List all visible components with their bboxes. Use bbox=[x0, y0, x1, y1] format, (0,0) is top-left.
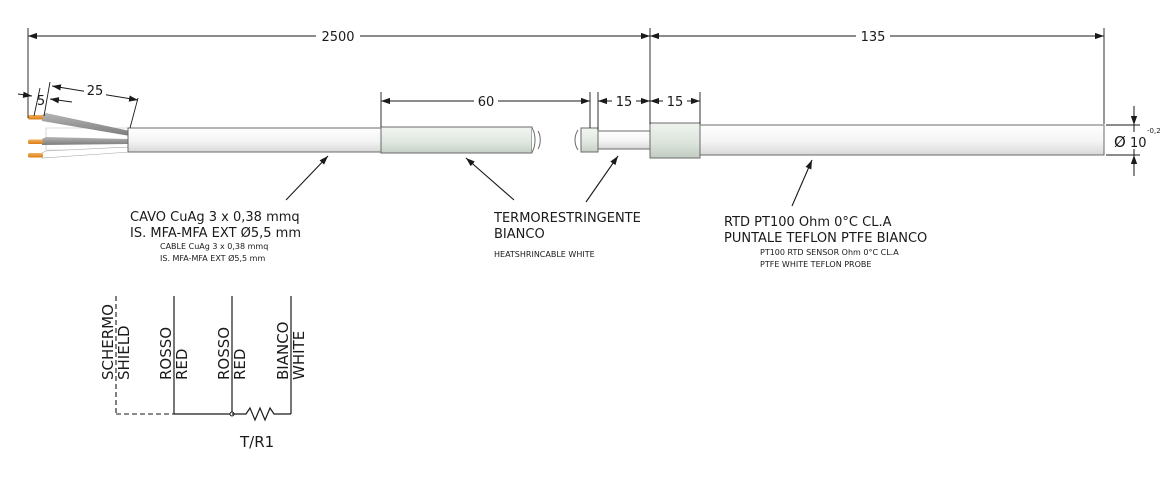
probe-label-it-1: RTD PT100 Ohm 0°C CL.A bbox=[724, 215, 892, 230]
break-mark-left bbox=[531, 127, 536, 153]
probe-label: RTD PT100 Ohm 0°C CL.A PUNTALE TEFLON PT… bbox=[724, 215, 927, 269]
diameter-value: 10 bbox=[1130, 136, 1147, 151]
dim-5-label: 5 bbox=[37, 94, 45, 109]
wire-label-white-en: WHITE bbox=[290, 331, 308, 380]
probe-label-en-2: PTFE WHITE TEFLON PROBE bbox=[760, 260, 871, 269]
diameter-symbol: Ø bbox=[1114, 133, 1126, 151]
stripped-wires bbox=[28, 113, 131, 159]
orange-conductor-top bbox=[28, 115, 43, 120]
grey-wire-top bbox=[42, 113, 130, 136]
dim-60-label: 60 bbox=[478, 95, 495, 110]
wire-label-shield-en: SHIELD bbox=[115, 325, 133, 380]
heatshrink-end bbox=[580, 127, 599, 153]
neck bbox=[597, 130, 651, 150]
wire-label-red1-it: ROSSO bbox=[157, 327, 175, 380]
cable-label-it-2: IS. MFA-MFA EXT Ø5,5 mm bbox=[130, 226, 301, 241]
cable-label-en-2: IS. MFA-MFA EXT Ø5,5 mm bbox=[160, 253, 265, 263]
leader-arrows bbox=[285, 155, 813, 207]
cable-label-it-1: CAVO CuAg 3 x 0,38 mmq bbox=[130, 210, 300, 225]
dim-2500-label: 2500 bbox=[321, 30, 354, 45]
grey-wire-mid bbox=[42, 137, 130, 145]
orange-conductor-bottom bbox=[28, 153, 43, 158]
wire-label-shield-it: SCHERMO bbox=[99, 304, 117, 380]
wire-labels: SCHERMO SHIELD ROSSO RED ROSSO RED BIANC… bbox=[99, 304, 308, 380]
probe-body bbox=[699, 124, 1105, 156]
heatshrink-label-it-2: BIANCO bbox=[494, 227, 545, 242]
orange-conductor-mid bbox=[28, 139, 43, 144]
wire-label-red1-en: RED bbox=[173, 349, 191, 380]
heatshrink-label: TERMORESTRINGENTE BIANCO HEATSHRINCABLE … bbox=[493, 211, 641, 259]
dim-135-label: 135 bbox=[861, 30, 886, 45]
cable-label: CAVO CuAg 3 x 0,38 mmq IS. MFA-MFA EXT Ø… bbox=[130, 210, 301, 263]
probe-sleeve bbox=[649, 122, 701, 159]
sensor-label: T/R1 bbox=[239, 433, 274, 451]
dim-15-neck-label: 15 bbox=[616, 95, 633, 110]
heatshrink-sleeve bbox=[380, 126, 533, 154]
diameter-tolerance: -0,2 bbox=[1147, 127, 1161, 135]
cable-assembly bbox=[28, 113, 1105, 159]
heatshrink-label-en: HEATSHRINCABLE WHITE bbox=[494, 250, 595, 259]
dim-15-sleeve-label: 15 bbox=[667, 95, 684, 110]
dimension-lines: 2500 135 25 5 60 15 15 Ø 10 -0,2 bbox=[17, 28, 1161, 176]
break-mark-right bbox=[574, 129, 579, 151]
probe-label-en-1: PT100 RTD SENSOR Ohm 0°C CL.A bbox=[760, 248, 899, 257]
wiring-diagram: SCHERMO SHIELD ROSSO RED ROSSO RED BIANC… bbox=[99, 296, 308, 451]
wire-label-white-it: BIANCO bbox=[274, 322, 292, 380]
wire-label-red2-it: ROSSO bbox=[215, 327, 233, 380]
probe-label-it-2: PUNTALE TEFLON PTFE BIANCO bbox=[724, 231, 927, 246]
cable-label-en-1: CABLE CuAg 3 x 0,38 mmq bbox=[160, 242, 268, 251]
wire-label-red2-en: RED bbox=[231, 349, 249, 380]
heatshrink-label-it-1: TERMORESTRINGENTE bbox=[493, 211, 641, 226]
resistor-symbol bbox=[232, 406, 291, 422]
dim-25-label: 25 bbox=[87, 84, 104, 99]
